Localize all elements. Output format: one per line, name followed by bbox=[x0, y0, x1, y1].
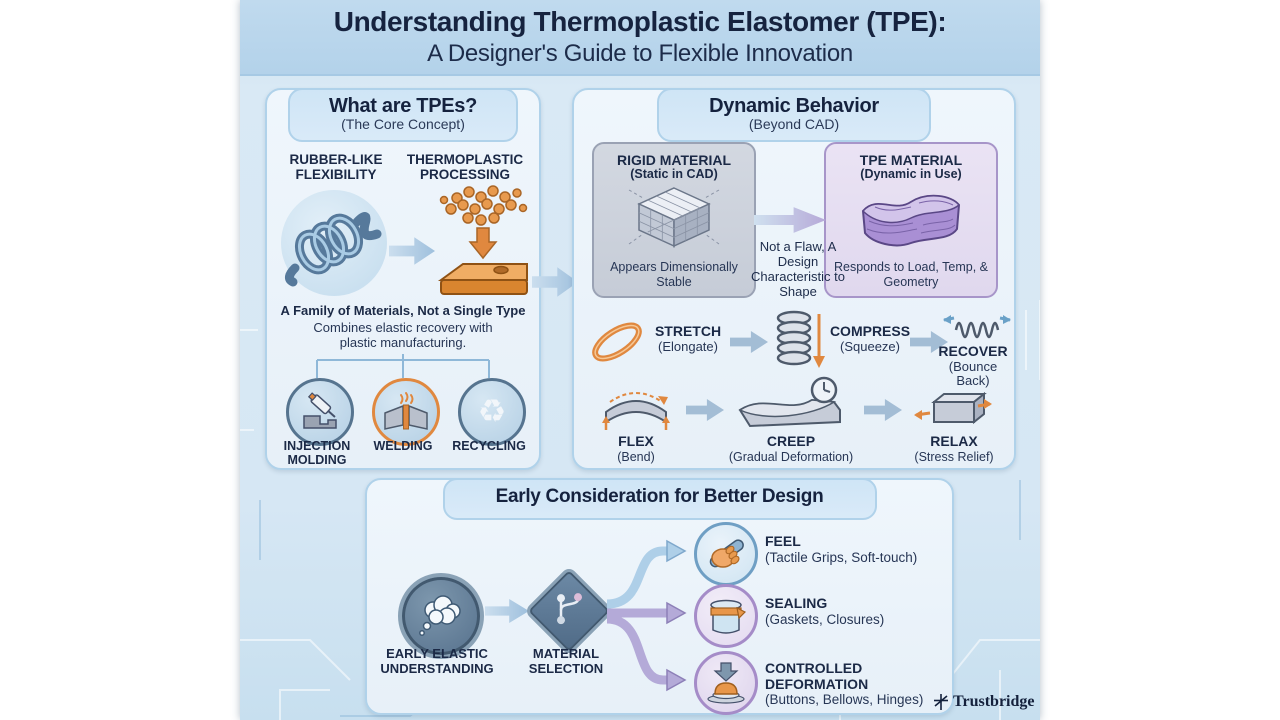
recycling-icon: ♻ bbox=[458, 378, 526, 446]
tpe-block-icon bbox=[861, 194, 961, 247]
start-label: EARLY ELASTIC UNDERSTANDING bbox=[380, 646, 494, 676]
header-band: Understanding Thermoplastic Elastomer (T… bbox=[240, 0, 1040, 76]
welding-icon bbox=[372, 378, 440, 446]
pellets-molding-icon bbox=[437, 185, 528, 295]
rubber-coil-icon bbox=[281, 190, 387, 296]
core-concept-title: What are TPEs? bbox=[328, 95, 478, 117]
material-selection-icon bbox=[523, 565, 615, 657]
dynamic-behavior-subtitle: (Beyond CAD) bbox=[748, 116, 840, 132]
design-flow-arrow-icon bbox=[485, 599, 529, 623]
selection-label: MATERIAL SELECTION bbox=[528, 646, 604, 676]
thought-cloud-icon bbox=[398, 573, 484, 659]
compress-spring-icon bbox=[776, 310, 825, 368]
brand-name: Trustbridge bbox=[953, 693, 1035, 710]
process-connector-lines bbox=[316, 354, 490, 378]
family-title: A Family of Materials, Not a Single Type bbox=[280, 303, 526, 318]
behavior-arrow-icon bbox=[686, 398, 724, 422]
behavior-label-compress: COMPRESS (Squeeze) bbox=[829, 323, 911, 354]
rigid-cube-icon bbox=[628, 187, 720, 248]
flex-bar-icon bbox=[602, 392, 670, 430]
relax-bar-icon bbox=[914, 391, 992, 425]
dynamic-behavior-header: Dynamic Behavior (Beyond CAD) bbox=[657, 88, 931, 142]
core-concept-header: What are TPEs? (The Core Concept) bbox=[288, 88, 518, 142]
infographic-stage: Understanding Thermoplastic Elastomer (T… bbox=[240, 0, 1040, 720]
design-panel-header: Early Consideration for Better Design bbox=[442, 478, 877, 520]
rigid-card-caption: Appears Dimensionally Stable bbox=[610, 260, 738, 289]
process-label: INJECTION MOLDING bbox=[283, 439, 351, 467]
feel-grip-icon bbox=[694, 522, 758, 586]
sealing-jar-icon bbox=[694, 584, 758, 648]
recover-spring-icon bbox=[943, 315, 1011, 339]
compass-icon bbox=[934, 694, 948, 710]
behavior-label-creep: CREEP (Gradual Deformation) bbox=[728, 433, 854, 464]
outcome-label-sealing: SEALING (Gaskets, Closures) bbox=[765, 595, 885, 627]
behavior-label-relax: RELAX (Stress Relief) bbox=[914, 433, 994, 464]
injection-molding-icon bbox=[286, 378, 354, 446]
rigid-card-title: RIGID MATERIAL bbox=[616, 152, 732, 168]
process-label: WELDING bbox=[373, 439, 433, 453]
tpe-card-subtitle: (Dynamic in Use) bbox=[860, 167, 962, 182]
design-panel-title: Early Consideration for Better Design bbox=[495, 486, 824, 507]
rigid-card-subtitle: (Static in CAD) bbox=[630, 167, 718, 182]
outcome-label-feel: FEEL (Tactile Grips, Soft-touch) bbox=[765, 533, 918, 565]
bridge-note: Not a Flaw, A Design Characteristic to S… bbox=[751, 239, 845, 299]
page-subtitle: A Designer's Guide to Flexible Innovatio… bbox=[427, 40, 853, 67]
tpe-card-caption: Responds to Load, Temp, & Geometry bbox=[833, 260, 989, 289]
outcome-label-deformation: CONTROLLED DEFORMATION (Buttons, Bellows… bbox=[765, 660, 924, 708]
behavior-label-flex: FLEX (Bend) bbox=[617, 433, 655, 464]
brand-logo: Trustbridge bbox=[932, 693, 1034, 711]
process-label: RECYCLING bbox=[452, 439, 526, 453]
rubber-band-icon bbox=[592, 322, 642, 362]
design-consideration-panel: Early Consideration for Better Design EA… bbox=[365, 478, 954, 715]
rigid-to-tpe-arrow-icon bbox=[754, 207, 826, 233]
flexibility-label: RUBBER-LIKE FLEXIBILITY bbox=[289, 152, 383, 183]
creep-bar-icon bbox=[738, 376, 841, 428]
dynamic-behavior-panel: Dynamic Behavior (Beyond CAD) RIGID MATE… bbox=[572, 88, 1016, 470]
core-concept-subtitle: (The Core Concept) bbox=[341, 116, 465, 132]
behavior-arrow-icon bbox=[730, 330, 768, 354]
behavior-label-recover: RECOVER (Bounce Back) bbox=[938, 343, 1008, 389]
behavior-label-stretch: STRETCH (Elongate) bbox=[654, 323, 722, 354]
concept-arrow-icon bbox=[389, 237, 435, 265]
core-concept-panel: What are TPEs? (The Core Concept) RUBBER… bbox=[265, 88, 541, 470]
rigid-material-card: RIGID MATERIAL (Static in CAD) bbox=[592, 142, 756, 298]
dynamic-behavior-title: Dynamic Behavior bbox=[709, 95, 879, 117]
tpe-card-title: TPE MATERIAL bbox=[859, 152, 963, 168]
behavior-arrow-icon bbox=[864, 398, 902, 422]
processing-label: THERMOPLASTIC PROCESSING bbox=[406, 152, 524, 183]
family-description: Combines elastic recovery with plastic m… bbox=[313, 320, 493, 350]
button-press-icon bbox=[694, 651, 758, 715]
page-title: Understanding Thermoplastic Elastomer (T… bbox=[333, 6, 947, 37]
tpe-material-card: TPE MATERIAL (Dynamic in Use) Responds t… bbox=[824, 142, 998, 298]
branch-arrows bbox=[606, 539, 687, 692]
